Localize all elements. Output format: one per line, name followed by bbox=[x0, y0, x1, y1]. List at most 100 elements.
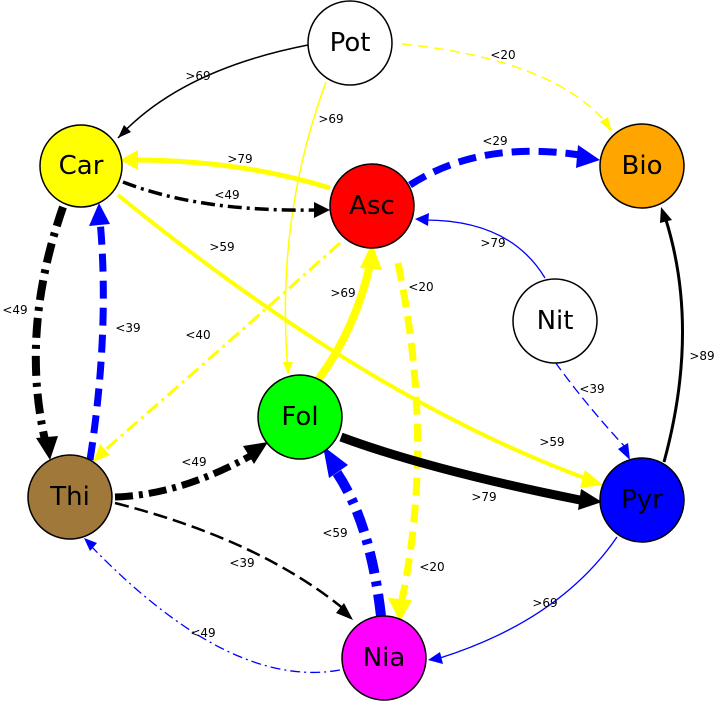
edge-line bbox=[401, 43, 613, 131]
node-circle bbox=[512, 278, 598, 364]
edge-label: <49 bbox=[181, 455, 206, 469]
edge-line bbox=[104, 241, 341, 452]
node-label: Nia bbox=[363, 643, 406, 673]
edge-arrowhead bbox=[323, 446, 348, 478]
edge-asc-bio: <29 bbox=[408, 134, 600, 188]
edge-label: >89 bbox=[689, 349, 714, 363]
edge-label: <49 bbox=[214, 188, 239, 202]
edge-label: <40 bbox=[185, 328, 210, 342]
edge-line bbox=[424, 219, 546, 279]
edge-line bbox=[114, 501, 346, 611]
edge-label: >59 bbox=[209, 240, 234, 254]
edge-label: <39 bbox=[579, 382, 604, 396]
edge-label: <39 bbox=[229, 556, 254, 570]
edge-pyr-nia: >69 bbox=[428, 536, 618, 664]
edge-label: >69 bbox=[532, 596, 557, 610]
edge-line bbox=[31, 205, 67, 441]
node-label: Pot bbox=[330, 28, 371, 58]
edge-line bbox=[554, 361, 629, 451]
edge-line bbox=[117, 44, 309, 139]
edge-asc-nia: <20 <20 bbox=[388, 262, 445, 622]
edge-arrowhead bbox=[618, 443, 630, 460]
edge-arrowhead bbox=[600, 117, 612, 132]
node-circle bbox=[27, 454, 113, 540]
edge-arrowhead bbox=[415, 213, 429, 226]
edge-label: <20 bbox=[419, 560, 444, 574]
edge-label: <59 bbox=[322, 526, 347, 540]
node-label: Bio bbox=[622, 151, 663, 181]
edge-thi-nia: <39 bbox=[114, 501, 353, 620]
node-pyr[interactable]: Pyr bbox=[599, 457, 685, 543]
node-car[interactable]: Car bbox=[39, 124, 123, 208]
edge-pot-bio: <20 bbox=[401, 43, 613, 132]
node-bio[interactable]: Bio bbox=[599, 123, 685, 209]
node-circle bbox=[307, 0, 393, 86]
node-circle bbox=[257, 374, 343, 460]
edge-line bbox=[116, 193, 591, 482]
node-circle bbox=[599, 123, 685, 209]
node-fol[interactable]: Fol bbox=[257, 374, 343, 460]
edge-fol-pyr: >79 bbox=[339, 432, 602, 510]
edge-label: >79 bbox=[227, 152, 252, 166]
edge-arrowhead bbox=[93, 444, 110, 462]
edge-label: <20 bbox=[490, 48, 515, 62]
edge-line bbox=[394, 262, 422, 601]
edge-arrowhead bbox=[360, 243, 382, 270]
edge-line bbox=[408, 147, 581, 188]
edge-line bbox=[330, 467, 386, 617]
edge-arrowhead bbox=[120, 150, 138, 170]
edge-arrowhead bbox=[118, 125, 131, 138]
edge-line bbox=[131, 157, 331, 191]
node-label: Thi bbox=[49, 482, 90, 512]
edge-nia-fol: <59 bbox=[322, 446, 386, 617]
edge-nit-asc: >79 bbox=[415, 213, 546, 279]
edge-arrowhead bbox=[428, 652, 443, 664]
edge-arrowhead bbox=[336, 603, 353, 620]
node-circle bbox=[39, 124, 123, 208]
edge-arrowhead bbox=[576, 145, 600, 168]
edge-label: >79 bbox=[471, 490, 496, 504]
edge-label: <39 bbox=[115, 321, 140, 335]
edge-arrowhead bbox=[36, 436, 58, 460]
edge-thi-car: <39 bbox=[86, 203, 141, 461]
edge-label: >69 bbox=[330, 286, 355, 300]
node-label: Nit bbox=[537, 306, 574, 336]
edge-line bbox=[439, 536, 618, 659]
edge-label: >79 bbox=[480, 236, 505, 250]
edge-arrowhead bbox=[660, 207, 672, 223]
edge-line bbox=[339, 432, 581, 505]
edge-asc-car: >79 bbox=[120, 150, 331, 191]
edge-arrowhead bbox=[283, 362, 293, 375]
edges-layer: >69 <20 >69 >79 <49 <29 bbox=[2, 43, 715, 674]
nodes-layer: Pot Car Asc Bio Nit Fol Thi Pyr bbox=[27, 0, 685, 701]
edge-line bbox=[89, 544, 341, 674]
edge-arrowhead bbox=[580, 470, 603, 488]
node-label: Car bbox=[59, 151, 104, 181]
edge-arrowhead bbox=[89, 203, 110, 226]
edge-arrowhead bbox=[243, 442, 268, 464]
edge-line bbox=[114, 451, 254, 501]
edge-asc-thi: <40 bbox=[93, 241, 341, 462]
edge-arrowhead bbox=[388, 598, 412, 622]
edge-arrowhead bbox=[578, 489, 602, 510]
node-thi[interactable]: Thi bbox=[27, 454, 113, 540]
edge-label: >69 bbox=[185, 69, 210, 83]
node-asc[interactable]: Asc bbox=[329, 163, 415, 249]
edge-label: <49 bbox=[2, 303, 27, 317]
node-pot[interactable]: Pot bbox=[307, 0, 393, 86]
node-nia[interactable]: Nia bbox=[341, 615, 427, 701]
node-circle bbox=[329, 163, 415, 249]
edge-label: <20 bbox=[408, 280, 433, 294]
edge-arrowhead bbox=[84, 538, 97, 551]
edge-label: >69 bbox=[318, 112, 343, 126]
edge-nit-pyr: <39 bbox=[554, 361, 630, 460]
node-label: Asc bbox=[349, 191, 395, 221]
edge-car-thi: <49 bbox=[2, 205, 67, 460]
edge-nia-thi: <49 bbox=[84, 538, 341, 674]
edge-arrowhead bbox=[314, 202, 330, 218]
node-nit[interactable]: Nit bbox=[512, 278, 598, 364]
edge-line bbox=[284, 81, 327, 373]
node-circle bbox=[599, 457, 685, 543]
